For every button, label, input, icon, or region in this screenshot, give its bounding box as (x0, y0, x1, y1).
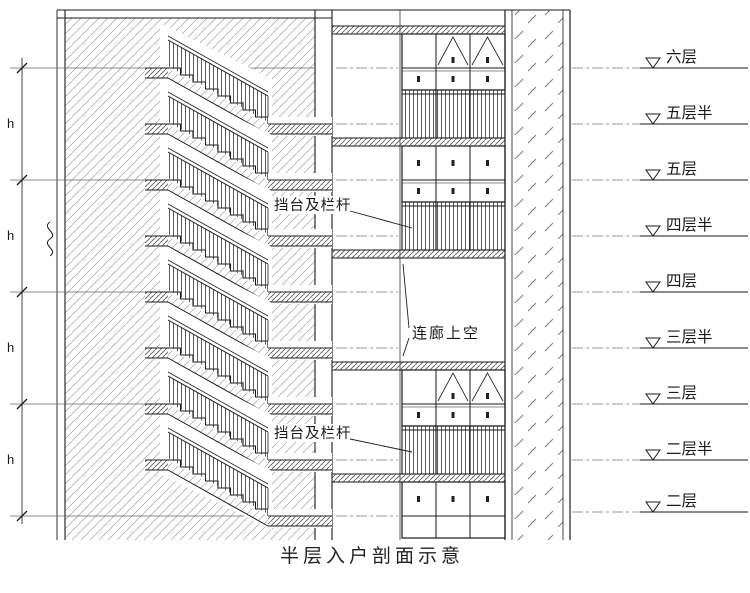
window-handles (417, 160, 489, 194)
awning-sash-icon (471, 372, 504, 402)
level-marker-6f: 六层 (572, 48, 748, 69)
svg-text:二层半: 二层半 (666, 440, 713, 458)
window-bottom (401, 481, 506, 539)
window-handles (417, 57, 489, 82)
dimension-line: h h h h (7, 58, 54, 524)
wall-lines (56, 10, 401, 540)
slab (332, 137, 505, 147)
level-marker-4f: 四层 (572, 273, 748, 293)
dim-h-1: h (7, 116, 14, 131)
slab (332, 25, 505, 35)
callout-railing-upper: 挡台及栏杆 (271, 196, 413, 229)
window-lower (401, 369, 506, 427)
elevation-triangle-icon (645, 225, 661, 237)
break-symbol (46, 221, 54, 257)
svg-text:四层半: 四层半 (666, 216, 713, 234)
callout-text: 连廊上空 (412, 325, 480, 342)
elevation-triangle-icon (645, 113, 661, 125)
level-marker-3f: 三层 (572, 385, 748, 405)
corridor-level-lines (336, 67, 398, 517)
window-handles (417, 393, 489, 418)
svg-text:六层: 六层 (666, 48, 697, 66)
window-top (401, 33, 506, 91)
level-markers: 六层 五层半 五层 四层半 (572, 48, 748, 513)
callout-railing-lower: 挡台及栏杆 (271, 424, 413, 453)
svg-text:三层半: 三层半 (666, 328, 713, 346)
svg-text:三层: 三层 (666, 385, 697, 402)
balustrade-band (401, 201, 506, 251)
callout-text: 挡台及栏杆 (274, 197, 352, 214)
slab (332, 473, 505, 483)
svg-text:二层: 二层 (666, 493, 697, 510)
level-marker-3-5f: 三层半 (572, 328, 748, 349)
dim-h-4: h (7, 452, 14, 467)
slab (332, 361, 505, 371)
void-leaders (402, 263, 410, 357)
balustrade-band (401, 89, 506, 139)
svg-text:四层: 四层 (666, 273, 697, 290)
balustrade-band (401, 425, 506, 475)
awning-sash-icon (471, 36, 504, 66)
level-marker-5-5f: 五层半 (572, 104, 748, 125)
level-marker-2-5f: 二层半 (572, 440, 748, 461)
slab (332, 249, 505, 259)
level-marker-4-5f: 四层半 (572, 216, 748, 237)
callout-corridor-void: 连廊上空 (412, 325, 480, 342)
elevation-triangle-icon (645, 169, 661, 181)
svg-text:五层: 五层 (666, 161, 697, 178)
awning-sash-icon (437, 36, 469, 66)
callout-text: 挡台及栏杆 (274, 425, 352, 442)
level-marker-5f: 五层 (572, 161, 748, 181)
elevation-triangle-icon (645, 393, 661, 405)
elevation-triangle-icon (645, 501, 661, 513)
window-handles (417, 496, 489, 502)
awning-sash-icon (437, 372, 469, 402)
dim-h-3: h (7, 340, 14, 355)
window-mid (401, 145, 506, 203)
dim-h-2: h (7, 228, 14, 243)
level-marker-2f: 二层 (572, 493, 748, 513)
svg-text:五层半: 五层半 (666, 104, 713, 122)
elevation-triangle-icon (645, 337, 661, 349)
roof-slab-lines (57, 9, 570, 19)
elevation-triangle-icon (645, 281, 661, 293)
elevation-triangle-icon (645, 449, 661, 461)
elevation-triangle-icon (645, 57, 661, 69)
exterior-wall (504, 10, 571, 540)
drawing-title: 半层入户剖面示意 (280, 545, 464, 567)
